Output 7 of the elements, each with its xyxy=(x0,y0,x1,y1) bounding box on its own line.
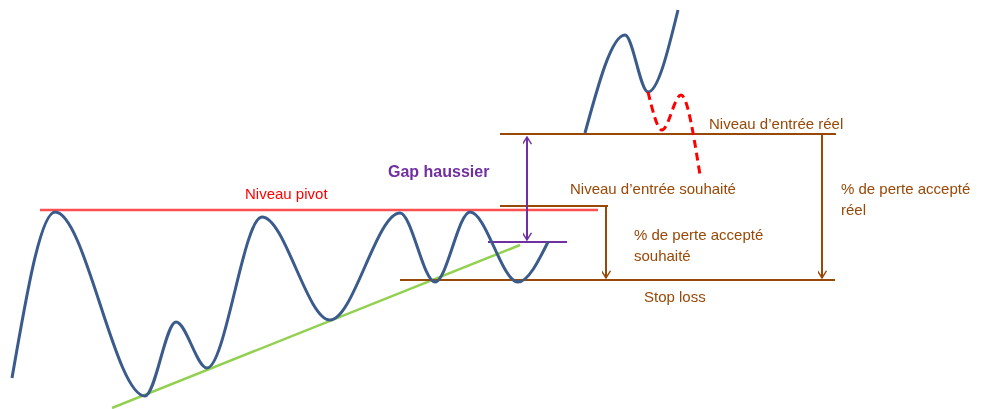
measure-label: % de perte accepté souhaité xyxy=(634,225,765,266)
level-label: Niveau d’entrée souhaité xyxy=(570,179,736,199)
level-label: Stop loss xyxy=(644,287,706,307)
measure-label: % de perte accepté réel xyxy=(841,179,972,220)
level-label: Niveau d’entrée réel xyxy=(709,114,844,134)
gap-label: Gap haussier xyxy=(388,162,490,182)
level-label: Niveau pivot xyxy=(245,184,328,204)
